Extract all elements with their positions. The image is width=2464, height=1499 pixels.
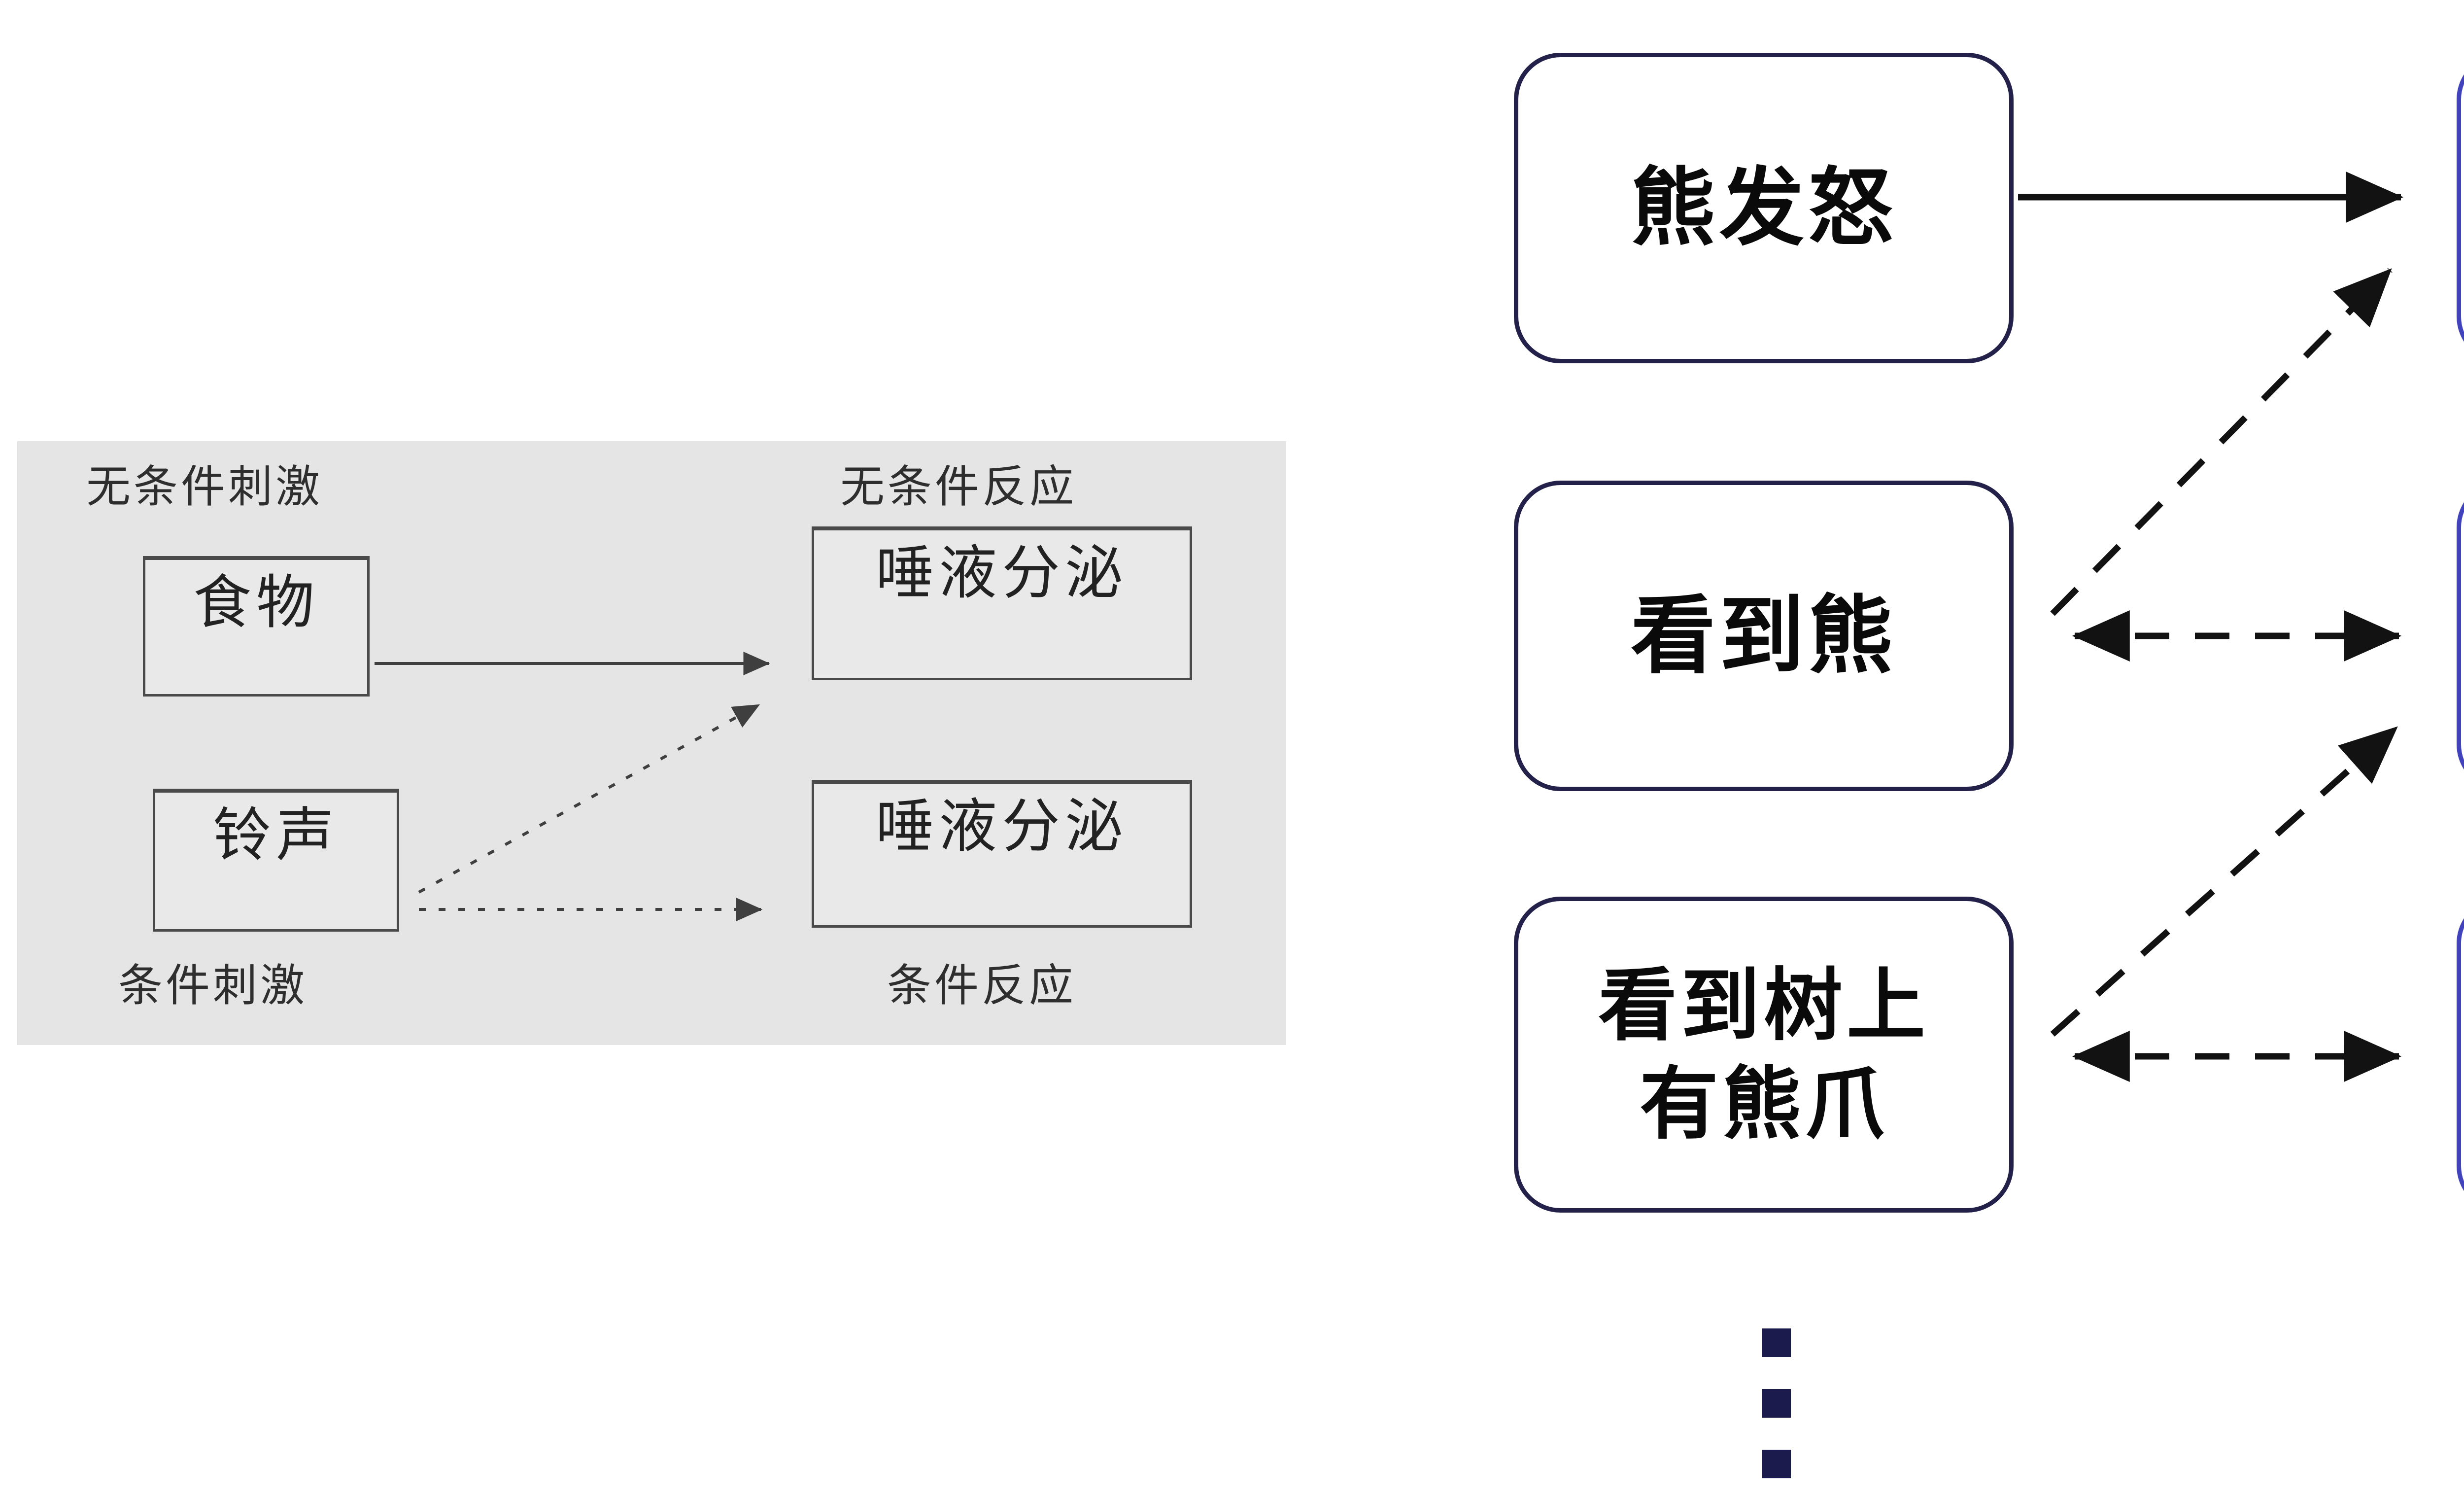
pavlov-panel: 无条件刺激 无条件反应 食物 唾液分泌 铃声 唾液分泌 条件刺激 条件反应 [17,441,1286,1045]
node-see-bear: 看到熊 [1514,481,2014,791]
node-see-claws-label-line1: 看到树上 [1598,961,1929,1049]
box-saliva-bottom-label: 唾液分泌 [875,794,1128,859]
node-see-bear-label: 看到熊 [1631,588,1897,683]
ellipsis-dot [1762,1450,1791,1478]
ellipsis-left [1762,1328,1791,1478]
box-bell-label: 铃声 [212,803,339,868]
node-see-claws: 看到树上 有熊爪 [1514,897,2014,1213]
box-food: 食物 [143,556,370,697]
ellipsis-dot [1762,1328,1791,1357]
box-saliva-top: 唾液分泌 [812,526,1192,680]
node-bear-angry-label: 熊发怒 [1631,160,1897,255]
node-see-claws-label-line2: 有熊爪 [1639,1059,1888,1148]
box-saliva-top-label: 唾液分泌 [875,541,1128,606]
arrow-bell-to-saliva-top-dashed [418,703,760,894]
ellipsis-dot [1762,1389,1791,1418]
arrow-see-claws-to-value-next-dashed [2050,726,2398,1037]
box-food-label: 食物 [193,570,319,635]
label-unconditioned-stimulus: 无条件刺激 [86,462,323,512]
box-saliva-bottom: 唾液分泌 [812,780,1192,928]
box-bell: 铃声 [153,789,399,932]
node-bear-angry: 熊发怒 [1514,53,2014,363]
label-unconditioned-response: 无条件反应 [840,462,1077,512]
label-conditioned-response: 条件反应 [887,961,1076,1011]
label-conditioned-stimulus: 条件刺激 [118,961,308,1011]
arrow-see-bear-to-reward-dashed [2050,268,2393,616]
